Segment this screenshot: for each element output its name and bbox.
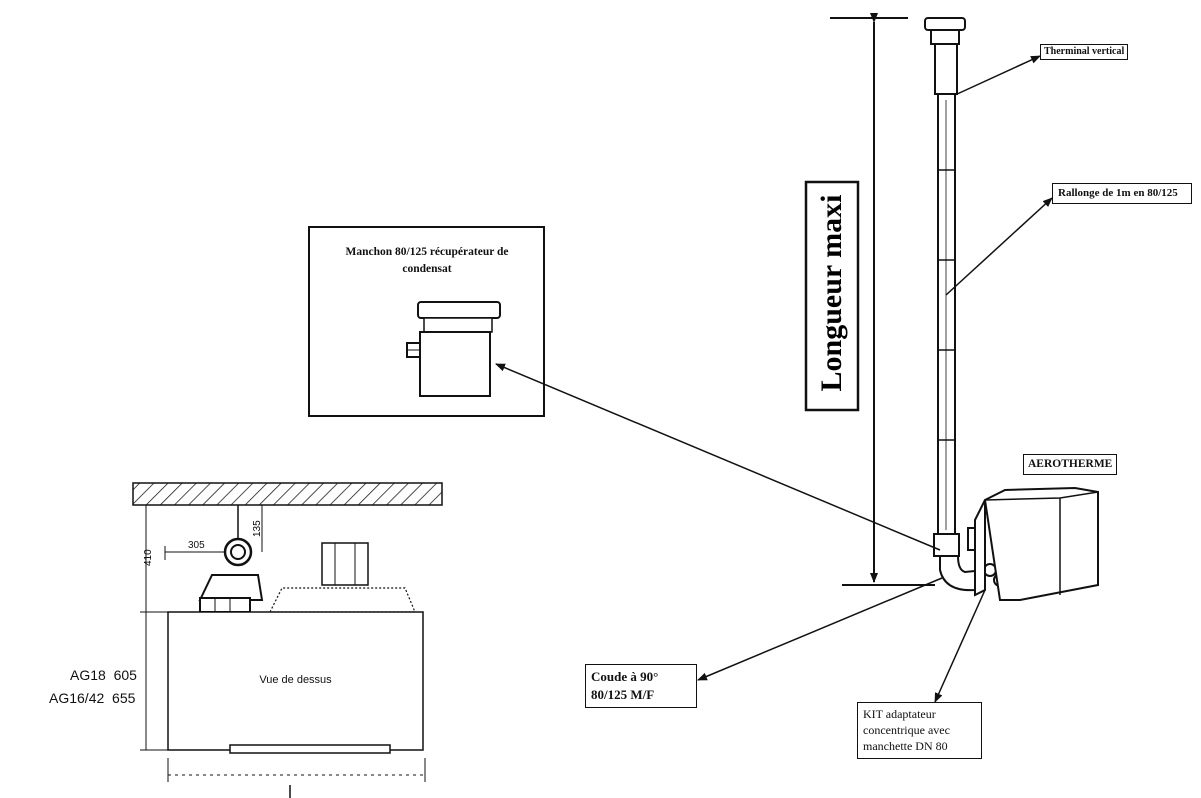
length-label-box [804,180,860,412]
label-kit-adaptateur: KIT adaptateur concentrique avec manchet… [857,702,982,759]
flue-pipe [937,93,956,535]
label-aerotherme: AEROTHERME [1023,454,1118,476]
heater-body [167,611,424,751]
hatched-wall [132,482,443,506]
terminal-cap-icon [924,17,966,31]
label-longueur-maxi: Longueur maxi [815,194,848,392]
dimension-410: 410 [143,549,154,566]
label-terminal-vertical: Therminal vertical [1040,44,1129,60]
label-coude: Coude à 90° 80/125 M/F [585,664,697,709]
leader-arrows [495,55,1053,703]
heater-unit [974,486,1099,601]
label-rallonge: Rallonge de 1m en 80/125 [1052,183,1192,204]
label-vue-dessus: Vue de dessus [259,674,332,686]
condensate-collector-icon [417,301,501,319]
label-ag18: AG18 605 [70,667,137,683]
dimension-135: 135 [252,520,263,537]
dimension-305: 305 [188,540,205,551]
manchon-panel [308,226,545,417]
label-manchon: Manchon 80/125 récupérateur de condensat [345,246,509,276]
top-view-drawing [132,482,443,798]
label-ag16: AG16/42 655 [49,690,136,706]
flue-assembly [830,13,1099,601]
